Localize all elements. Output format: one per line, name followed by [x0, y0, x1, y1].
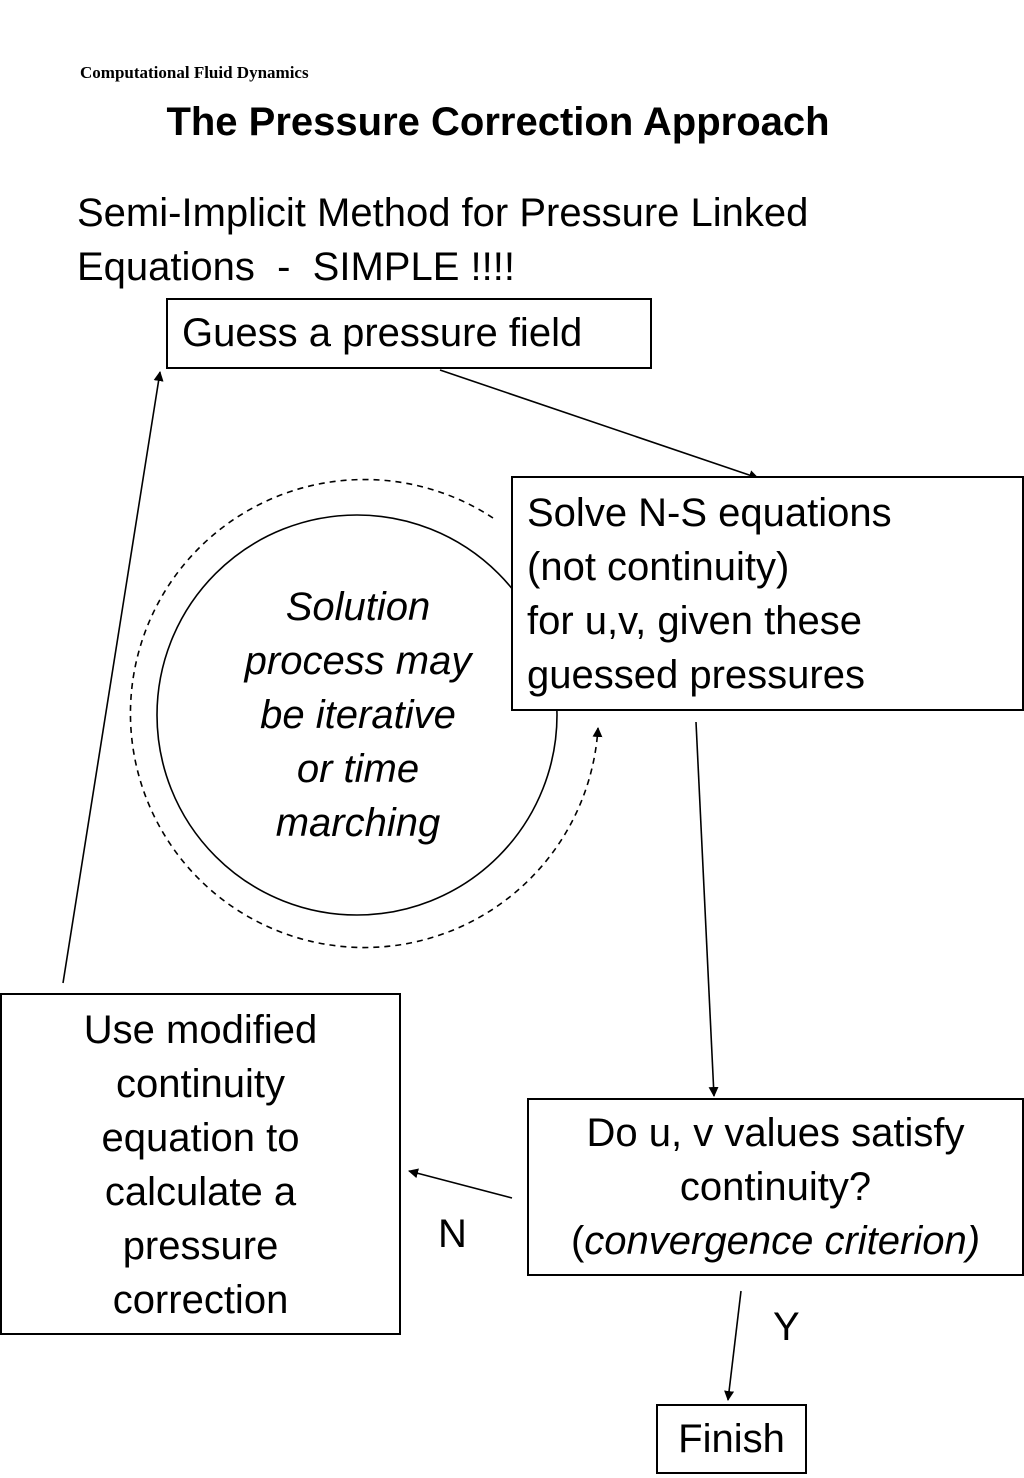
arrow-guess-to-solve	[439, 369, 759, 480]
solve-ns-line: guessed pressures	[527, 653, 865, 697]
arrow-check-to-use	[408, 1168, 513, 1199]
paren-open: (	[570, 1219, 585, 1263]
solve-ns-box: Solve N-S equations (not continuity) for…	[511, 476, 1024, 711]
continuity-check-line: (convergence criterion)	[529, 1214, 1022, 1268]
no-branch-label: N	[438, 1212, 467, 1256]
circle-caption-line: process may	[244, 639, 472, 683]
continuity-check-line: continuity?	[679, 1165, 872, 1209]
circle-caption-line: be iterative	[260, 693, 456, 737]
pressure-correction-line: pressure	[122, 1224, 279, 1268]
intro-text: Semi-Implicit Method for Pressure Linked…	[77, 191, 809, 289]
convergence-criterion-text: convergence criterion)	[584, 1219, 981, 1263]
guess-pressure-text: Guess a pressure field	[182, 311, 583, 355]
solve-ns-line: (not continuity)	[527, 545, 790, 589]
arrow-solve-to-check	[695, 721, 719, 1097]
page-title: The Pressure Correction Approach	[166, 100, 830, 144]
circle-caption: Solution process may be iterative or tim…	[208, 580, 508, 850]
arrow-use-to-guess	[62, 371, 164, 984]
guess-pressure-box: Guess a pressure field	[166, 298, 652, 369]
continuity-check-box: Do u, v values satisfy continuity? (conv…	[527, 1098, 1024, 1276]
yes-branch-label: Y	[773, 1305, 800, 1349]
pressure-correction-line: correction	[112, 1278, 289, 1322]
solve-ns-line: Solve N-S equations	[527, 491, 892, 535]
pressure-correction-line: Use modified	[83, 1008, 318, 1052]
circle-caption-line: or time	[296, 747, 420, 791]
circle-caption-line: marching	[275, 801, 441, 845]
iteration-dashed-arrow	[129, 478, 603, 949]
arrow-check-to-finish	[724, 1290, 742, 1401]
cycle-circle	[156, 514, 558, 916]
pressure-correction-line: continuity	[116, 1062, 285, 1106]
pressure-correction-line: equation to	[101, 1116, 300, 1160]
circle-caption-line: Solution	[285, 585, 431, 629]
pressure-correction-box: Use modified continuity equation to calc…	[0, 993, 401, 1335]
solve-ns-line: for u,v, given these	[527, 599, 862, 643]
pressure-correction-line: calculate a	[104, 1170, 297, 1214]
continuity-check-line: Do u, v values satisfy	[586, 1111, 965, 1155]
finish-text: Finish	[678, 1417, 785, 1461]
course-header: Computational Fluid Dynamics	[80, 63, 309, 82]
finish-box: Finish	[656, 1404, 807, 1474]
